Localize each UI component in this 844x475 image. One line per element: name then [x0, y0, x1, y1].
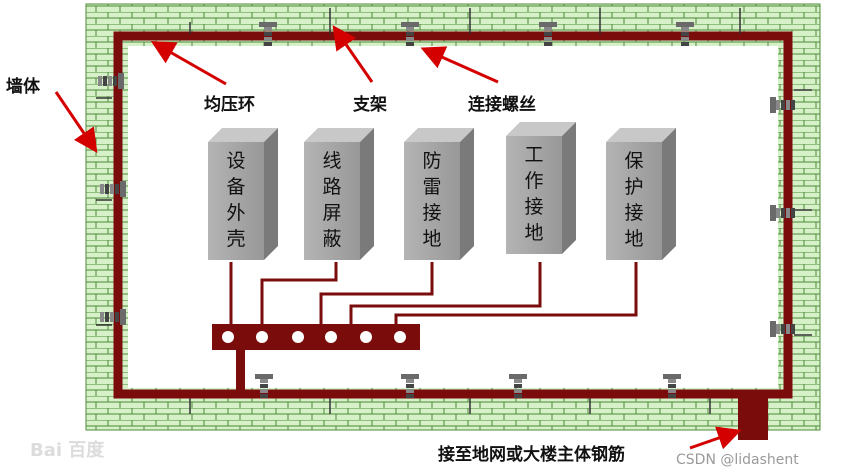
box-label-line-shielding: 蔽 [322, 228, 342, 250]
box-label-line-shielding: 屏 [322, 202, 342, 224]
box-protective-grounding [606, 128, 676, 260]
equipment-boxes [208, 122, 676, 260]
bracket-label: 支架 [353, 95, 387, 115]
box-label-equipment-casing: 外 [226, 202, 246, 224]
connecting-screw-label: 连接螺丝 [468, 95, 536, 115]
box-label-lightning-grounding: 地 [422, 228, 442, 250]
box-lightning-grounding [404, 128, 474, 260]
box-label-line-shielding: 线 [322, 150, 342, 172]
box-label-equipment-casing: 设 [226, 150, 246, 172]
box-label-protective-grounding: 接 [624, 202, 644, 224]
screw-icon [98, 73, 124, 89]
screw-icon [770, 97, 795, 113]
ring-brackets [96, 8, 812, 414]
box-label-working-grounding: 地 [524, 222, 544, 244]
ground-bus-bar [212, 324, 420, 390]
ground-wires [229, 262, 638, 328]
screw-icon [770, 205, 795, 221]
screw-icon [100, 181, 126, 197]
screw-icon [259, 22, 277, 46]
box-label-working-grounding: 工 [524, 144, 544, 166]
box-equipment-casing [208, 128, 278, 260]
box-line-shielding [304, 128, 374, 260]
csdn-watermark: CSDN @lidashent [676, 452, 799, 468]
box-label-lightning-grounding: 防 [422, 150, 442, 172]
box-label-working-grounding: 作 [524, 170, 544, 192]
box-label-equipment-casing: 备 [226, 176, 246, 198]
baidu-watermark: Bai 百度 [30, 440, 105, 461]
screw-icon [509, 374, 527, 398]
ground-down-lead [738, 394, 768, 440]
box-label-working-grounding: 接 [524, 196, 544, 218]
screw-icon [401, 22, 419, 46]
box-label-protective-grounding: 护 [624, 176, 644, 198]
screw-icon [539, 22, 557, 46]
box-label-equipment-casing: 壳 [226, 228, 246, 250]
box-working-grounding [506, 122, 576, 254]
wall-label: 墙体 [6, 77, 40, 97]
screw-icon [100, 309, 126, 325]
box-label-lightning-grounding: 接 [422, 202, 442, 224]
ground-connection-label: 接至地网或大楼主体钢筋 [438, 445, 625, 465]
connecting-screws [98, 22, 795, 398]
box-label-protective-grounding: 地 [624, 228, 644, 250]
callout-arrows [54, 25, 742, 450]
box-label-line-shielding: 路 [322, 176, 342, 198]
screw-icon [676, 22, 694, 46]
equalizing-ring-label: 均压环 [204, 95, 255, 115]
screw-icon [255, 374, 273, 398]
screw-icon [770, 321, 795, 337]
screw-icon [401, 374, 419, 398]
box-label-lightning-grounding: 雷 [422, 176, 442, 198]
box-label-protective-grounding: 保 [624, 150, 644, 172]
screw-icon [663, 374, 681, 398]
